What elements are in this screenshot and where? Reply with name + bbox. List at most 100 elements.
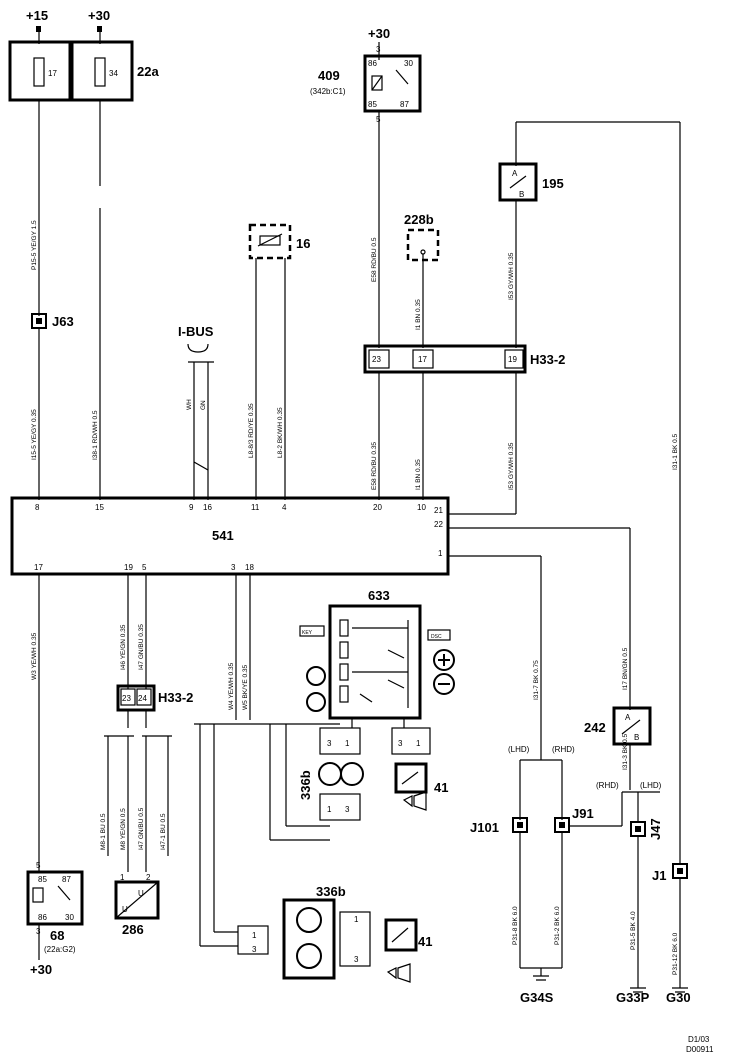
junction-j101-label: J101 bbox=[470, 820, 499, 835]
wire-label: P31-2 BK 6.0 bbox=[554, 906, 561, 945]
wire-label: P31-12 BK 6.0 bbox=[672, 932, 679, 975]
pin-label: 11 bbox=[251, 503, 260, 512]
connector-336b-lower-left bbox=[237, 925, 269, 955]
connector-h33-2-bottom-label: H33-2 bbox=[158, 690, 193, 705]
control-module-541-label: 541 bbox=[212, 528, 234, 543]
wire-label: P31-5 BK 4.0 bbox=[630, 911, 637, 950]
junction-j47-label: J47 bbox=[648, 818, 663, 840]
wire-label: W3 YE/WH 0.35 bbox=[31, 632, 38, 680]
pin-label: 8 bbox=[35, 503, 40, 512]
pin-17: 17 bbox=[418, 355, 427, 364]
switch-195 bbox=[498, 162, 538, 202]
key-icon: KEY bbox=[302, 630, 313, 636]
switch-195-label: 195 bbox=[542, 176, 564, 191]
panel-633-label: 633 bbox=[368, 588, 390, 603]
pin-1: 1 bbox=[252, 931, 257, 940]
horn-41-lower-label: 41 bbox=[418, 934, 432, 949]
switch-panel-633 bbox=[328, 604, 422, 720]
pin-24: 24 bbox=[138, 694, 147, 703]
fuse-box-17 bbox=[8, 40, 72, 102]
horn-coil-icon bbox=[296, 943, 322, 969]
pin-3: 3 bbox=[354, 955, 359, 964]
connector-h33-2-label: H33-2 bbox=[530, 352, 565, 367]
pin-label: 22 bbox=[434, 520, 443, 529]
relay-pin: 87 bbox=[400, 100, 409, 109]
footer-date: D1/03 bbox=[688, 1035, 710, 1044]
horn-336b-lower bbox=[282, 898, 336, 980]
horn-coil-icon bbox=[296, 907, 322, 933]
wire-label: W5 BK/YE 0.35 bbox=[242, 664, 249, 710]
pin-label: 10 bbox=[417, 503, 426, 512]
relay-pin: 30 bbox=[65, 913, 74, 922]
relay-pin: 30 bbox=[404, 59, 413, 68]
resistor-16-label: 16 bbox=[296, 236, 310, 251]
wire-label: I1 BN 0.35 bbox=[415, 459, 422, 490]
relay-409-ref: (342b:C1) bbox=[310, 87, 346, 96]
wire-label: L8-2 BK/WH 0.35 bbox=[277, 407, 284, 458]
pin-label: 18 bbox=[245, 563, 254, 572]
junction-j63 bbox=[31, 313, 47, 329]
relay-pin: 86 bbox=[368, 59, 377, 68]
ground-g34s-label: G34S bbox=[520, 990, 554, 1005]
pin-3: 3 bbox=[345, 805, 350, 814]
wire-label: I1 BN 0.35 bbox=[415, 299, 422, 330]
pin-23: 23 bbox=[372, 355, 381, 364]
horn-button-icon bbox=[306, 666, 326, 686]
wire-label: I47 GN/BU 0.5 bbox=[138, 807, 145, 850]
horn-41-upper bbox=[394, 762, 428, 794]
pin-label: 4 bbox=[282, 503, 287, 512]
footer-code: D00911 bbox=[686, 1045, 714, 1054]
relay-409 bbox=[363, 54, 422, 113]
wire-label: GN bbox=[200, 400, 207, 410]
wire-label: WH bbox=[186, 399, 193, 410]
fuse-17-icon bbox=[33, 57, 45, 87]
wire-label: I47 GN/BU 0.35 bbox=[138, 624, 145, 670]
junction-j63-label: J63 bbox=[52, 314, 74, 329]
switch-228b-label: 228b bbox=[404, 212, 434, 227]
horn-41-upper-label: 41 bbox=[434, 780, 448, 795]
lhd-label: (LHD) bbox=[508, 745, 530, 754]
supply-15-label: +15 bbox=[26, 8, 48, 23]
supply-30-relay-label: +30 bbox=[368, 26, 390, 41]
wire-label: I38-1 RD/WH 0.5 bbox=[92, 410, 99, 460]
plus-icon bbox=[433, 649, 455, 671]
ground-g30-label: G30 bbox=[666, 990, 691, 1005]
pin-label: 1 bbox=[438, 549, 443, 558]
relay-68-ref: (22a:G2) bbox=[44, 945, 76, 954]
pin-label: 5 bbox=[142, 563, 147, 572]
wire-label: I31-3 BK 0.5 bbox=[622, 733, 629, 770]
pin-1: 1 bbox=[416, 739, 421, 748]
pin-label: 16 bbox=[203, 503, 212, 512]
pin-1: 1 bbox=[120, 873, 125, 882]
fuse-box-label: 22a bbox=[137, 64, 159, 79]
pin-3: 3 bbox=[398, 739, 403, 748]
connector-h33-2-top bbox=[363, 344, 527, 374]
wire-label: W4 YE/WH 0.35 bbox=[228, 662, 235, 710]
relay-pin: 85 bbox=[368, 100, 377, 109]
wire-label: P15-5 YE/GY 1.5 bbox=[31, 220, 38, 270]
connector-336b-upper-bottom bbox=[319, 793, 361, 821]
wire-label: M8 YE/GN 0.5 bbox=[120, 808, 127, 850]
wire-label: E58 RD/BU 0.5 bbox=[371, 237, 378, 282]
pin-label: 15 bbox=[95, 503, 104, 512]
resistor-16 bbox=[248, 223, 292, 260]
horn-coil-icon bbox=[340, 762, 364, 786]
pin-label: 9 bbox=[189, 503, 194, 512]
pin-23: 23 bbox=[122, 694, 131, 703]
lhd-label: (LHD) bbox=[640, 781, 662, 790]
ground-g33p-label: G33P bbox=[616, 990, 650, 1005]
junction-j1-label: J1 bbox=[652, 868, 666, 883]
horn-button-icon bbox=[306, 692, 326, 712]
speaker-icon bbox=[402, 791, 427, 811]
wire-label: L8-8/3 RD/YE 0.35 bbox=[248, 403, 255, 458]
pin-label: 17 bbox=[34, 563, 43, 572]
pin-label: 20 bbox=[373, 503, 382, 512]
dsc-icon: DSC bbox=[431, 634, 442, 640]
pin-3: 3 bbox=[252, 945, 257, 954]
supply-30-68-label: +30 bbox=[30, 962, 52, 977]
speaker-icon bbox=[386, 963, 411, 983]
pin-label: 21 bbox=[434, 506, 443, 515]
wire-label: P31-8 BK 6.0 bbox=[512, 906, 519, 945]
wire-label: I53 GY/WH 0.35 bbox=[508, 252, 515, 300]
relay-pin: 85 bbox=[38, 875, 47, 884]
